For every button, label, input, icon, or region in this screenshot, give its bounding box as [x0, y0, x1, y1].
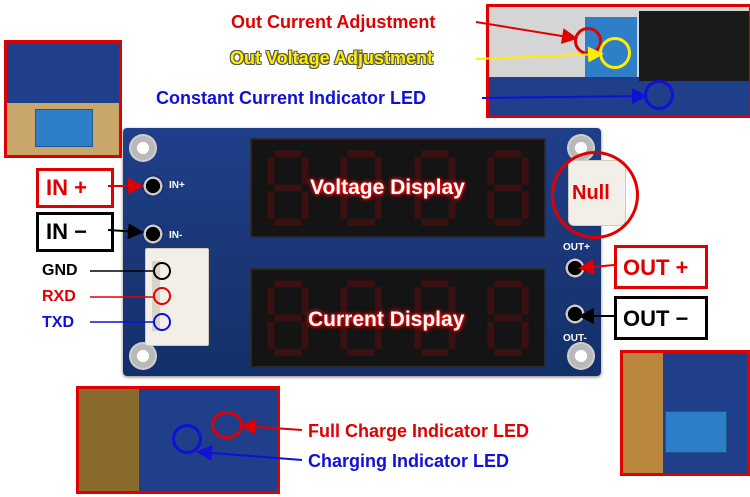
silk-out-plus: OUT+: [563, 242, 590, 253]
inset-output-terminal: [620, 350, 750, 476]
out-plus-label: OUT +: [623, 255, 689, 280]
null-ring: [551, 151, 639, 239]
gnd-label: GND: [42, 262, 78, 279]
rxd-ring: [153, 287, 171, 305]
voltage-display: Voltage Display: [250, 138, 546, 238]
silk-in-minus: IN-: [169, 230, 183, 241]
seg-digit: [484, 278, 532, 358]
out-current-adj-label: Out Current Adjustment: [231, 12, 436, 32]
out-plus-box: OUT +: [614, 245, 708, 289]
null-label: Null: [572, 182, 610, 204]
current-adj-ring: [574, 27, 602, 55]
mount-hole-top-left: [129, 134, 157, 162]
txd-label: TXD: [42, 314, 74, 331]
in-plus-label: IN +: [46, 175, 87, 200]
voltage-display-label: Voltage Display: [310, 176, 465, 199]
in-plus-pad: [142, 175, 164, 197]
out-minus-pad: [564, 303, 586, 325]
txd-ring: [153, 313, 171, 331]
in-plus-box: IN +: [36, 168, 114, 208]
cc-led-ring: [644, 80, 674, 110]
terminal-block: [35, 109, 93, 147]
charging-led-ring: [172, 424, 202, 454]
seg-digit: [337, 278, 385, 358]
seg-digit: [484, 148, 532, 228]
charging-label: Charging Indicator LED: [308, 451, 510, 471]
seg-digit: [264, 278, 312, 358]
out-voltage-adj-label: Out Voltage Adjustment: [230, 48, 434, 68]
voltage-adj-ring: [599, 37, 631, 69]
in-minus-box: IN −: [36, 212, 114, 252]
current-display-label: Current Display: [308, 308, 465, 331]
silk-out-minus: OUT-: [563, 333, 587, 344]
seg-digit: [264, 148, 312, 228]
seg-digit: [411, 278, 459, 358]
out-minus-box: OUT −: [614, 296, 708, 340]
silk-in-plus: IN+: [169, 180, 185, 191]
out-plus-pad: [564, 257, 586, 279]
mount-hole-bottom-left: [129, 342, 157, 370]
seg-digit: [411, 148, 459, 228]
rxd-label: RXD: [42, 288, 76, 305]
full-charge-led-ring: [211, 411, 243, 439]
out-minus-label: OUT −: [623, 306, 689, 331]
current-display: Current Display: [250, 268, 546, 368]
terminal-block: [665, 411, 727, 453]
mount-hole-bottom-right: [567, 342, 595, 370]
inset-input-terminal: [4, 40, 122, 158]
seg-digit: [337, 148, 385, 228]
in-minus-label: IN −: [46, 219, 87, 244]
gnd-ring: [153, 262, 171, 280]
cc-indicator-label: Constant Current Indicator LED: [156, 88, 427, 108]
in-minus-pad: [142, 223, 164, 245]
full-charge-label: Full Charge Indicator LED: [308, 421, 530, 441]
